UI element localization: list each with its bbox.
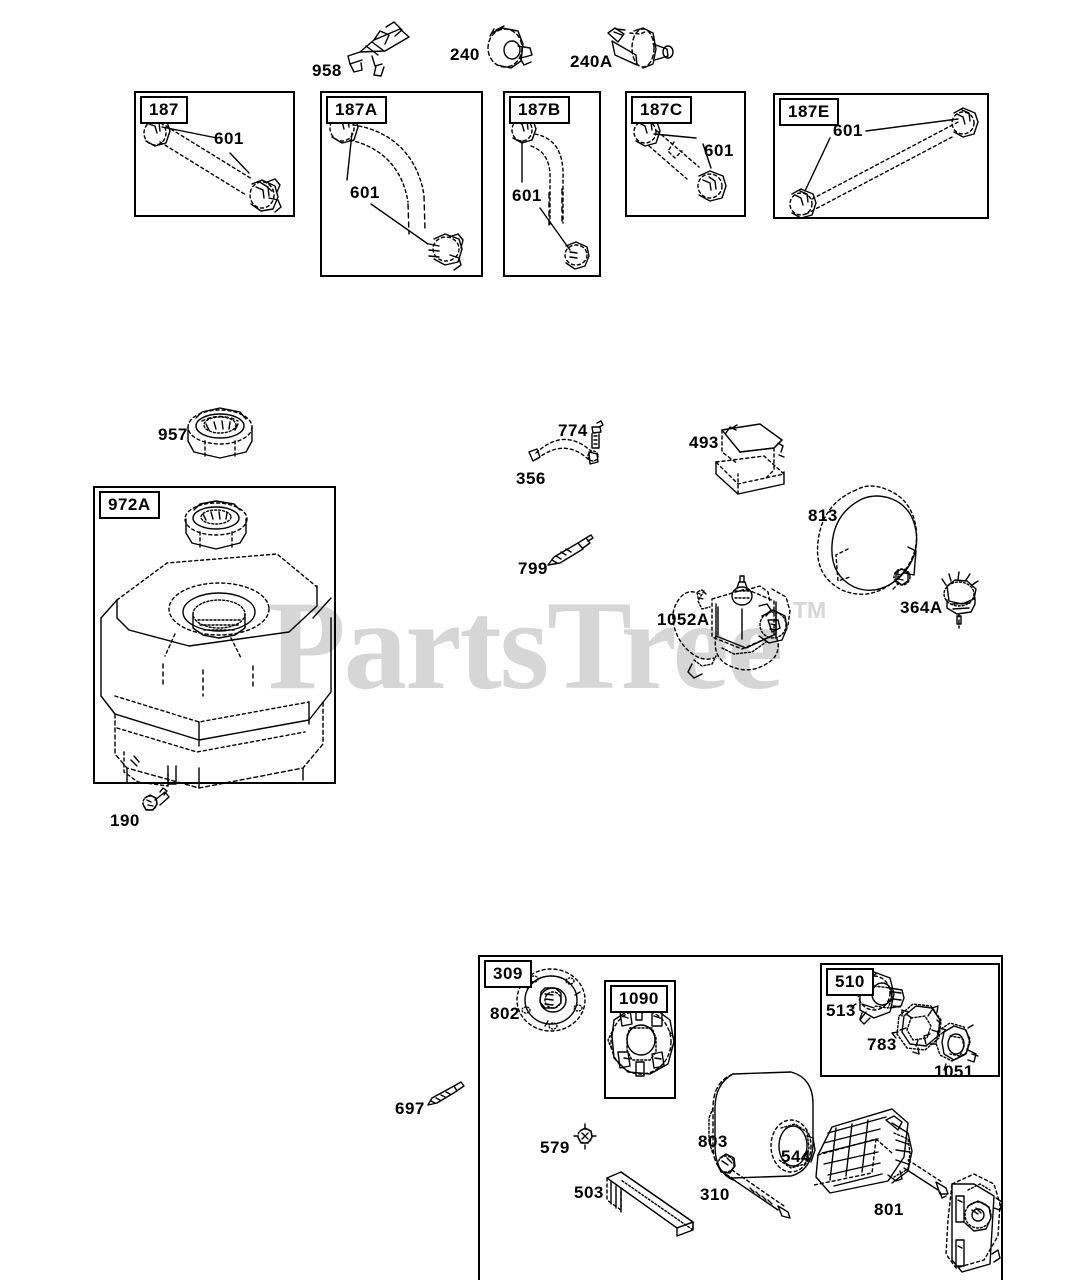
- part-957-fuel-cap-art: [187, 407, 253, 459]
- callout-356[interactable]: 356: [516, 469, 546, 488]
- callout-1052a[interactable]: 1052A: [657, 610, 710, 629]
- group-box-510: [820, 963, 1000, 1077]
- part-364a-art: [941, 571, 979, 629]
- group-box-187a: [320, 91, 483, 277]
- group-box-187c: [625, 91, 746, 217]
- watermark-text: PartsTree: [268, 576, 783, 716]
- callout-190[interactable]: 190: [110, 811, 140, 830]
- callout-240a[interactable]: 240A: [570, 52, 613, 71]
- part-799-art: [547, 534, 594, 566]
- callout-802[interactable]: 802: [490, 1004, 520, 1023]
- group-box-187e: [773, 93, 989, 219]
- callout-544[interactable]: 544: [781, 1147, 811, 1166]
- part-240-art: [487, 25, 533, 69]
- callout-187e-601[interactable]: 601: [833, 121, 863, 140]
- callout-579[interactable]: 579: [540, 1138, 570, 1157]
- callout-187c-601[interactable]: 601: [704, 141, 734, 160]
- callout-240[interactable]: 240: [450, 45, 480, 64]
- group-box-309: [478, 955, 1003, 1280]
- part-697-art: [427, 1081, 465, 1106]
- group-tag-972a[interactable]: 972A: [99, 491, 160, 519]
- group-tag-187a[interactable]: 187A: [326, 96, 387, 124]
- callout-503[interactable]: 503: [574, 1183, 604, 1202]
- group-tag-187[interactable]: 187: [140, 96, 188, 124]
- callout-801[interactable]: 801: [874, 1200, 904, 1219]
- callout-783[interactable]: 783: [867, 1035, 897, 1054]
- group-box-972a: [93, 486, 336, 784]
- group-box-1090: [604, 980, 676, 1099]
- callout-697[interactable]: 697: [395, 1099, 425, 1118]
- part-356-fuel-line-art: [528, 438, 599, 465]
- group-tag-309[interactable]: 309: [484, 960, 532, 988]
- part-958-art: [347, 21, 410, 77]
- callout-958[interactable]: 958: [312, 61, 342, 80]
- group-tag-1090[interactable]: 1090: [610, 985, 668, 1013]
- callout-513[interactable]: 513: [826, 1001, 856, 1020]
- callout-1051[interactable]: 1051: [934, 1062, 974, 1081]
- group-tag-187c[interactable]: 187C: [631, 96, 692, 124]
- group-tag-510[interactable]: 510: [826, 968, 874, 996]
- callout-957[interactable]: 957: [158, 425, 188, 444]
- group-tag-187e[interactable]: 187E: [779, 98, 839, 126]
- watermark-trademark-icon: TM: [793, 597, 827, 623]
- group-tag-187b[interactable]: 187B: [509, 96, 570, 124]
- callout-813[interactable]: 813: [808, 506, 838, 525]
- part-813-band-art: [816, 485, 918, 595]
- part-190-art: [142, 787, 170, 811]
- part-493-bracket-art: [715, 423, 785, 495]
- callout-310[interactable]: 310: [700, 1185, 730, 1204]
- callout-799[interactable]: 799: [518, 559, 548, 578]
- callout-803[interactable]: 803: [698, 1132, 728, 1151]
- callout-187a-601[interactable]: 601: [350, 183, 380, 202]
- callout-774[interactable]: 774: [558, 421, 588, 440]
- callout-187b-601[interactable]: 601: [512, 186, 542, 205]
- part-240a-art: [607, 27, 674, 69]
- part-774-clamp-art: [591, 420, 604, 449]
- group-box-187b: [503, 91, 601, 277]
- callout-493[interactable]: 493: [689, 433, 719, 452]
- group-box-187: [134, 91, 295, 217]
- callout-187-601[interactable]: 601: [214, 129, 244, 148]
- callout-364a[interactable]: 364A: [900, 598, 943, 617]
